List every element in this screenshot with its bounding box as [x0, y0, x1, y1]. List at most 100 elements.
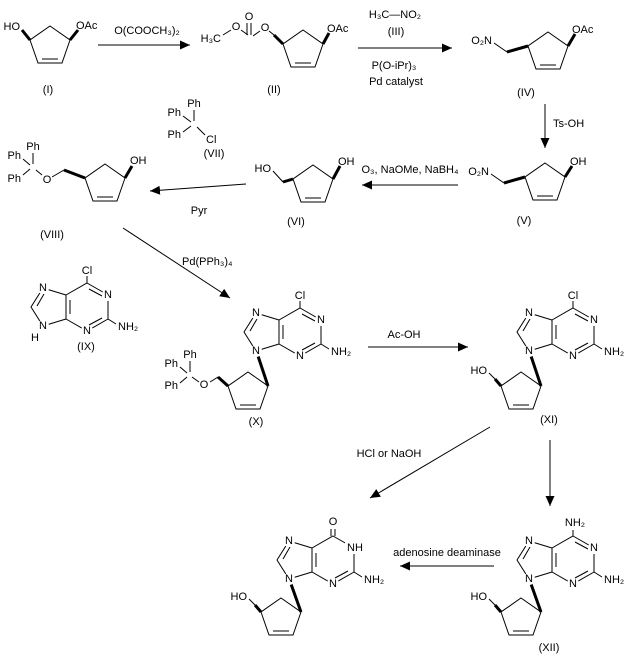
label-mask	[37, 282, 49, 294]
wedge-bond	[493, 604, 503, 613]
purine-five-ring	[243, 312, 280, 352]
wedge-bond	[256, 355, 270, 387]
arrow-ozonolysis: O₃, NaOMe, NaBH₄	[362, 164, 460, 190]
arrow-step1: O(COOCH₃)₂	[98, 25, 190, 50]
bond	[488, 372, 496, 380]
arrow-enzyme: adenosine deaminase	[393, 547, 501, 571]
cyclopentene-ring	[260, 597, 302, 636]
atom-label-o: O	[329, 516, 338, 528]
bond	[493, 42, 508, 53]
atom-label-h: H	[31, 332, 39, 344]
double-bond	[282, 546, 291, 560]
reagent-pd-catalyst-label: Pd catalyst	[369, 76, 423, 88]
bond	[222, 29, 232, 36]
atom-label-nh2: NH₂	[331, 346, 351, 358]
atom-label-ph: Ph	[183, 349, 196, 361]
atom-label-ph: Ph	[165, 380, 178, 392]
bond	[593, 343, 603, 350]
wedge-bond	[216, 375, 230, 388]
bond	[593, 571, 603, 578]
purine-five-ring	[516, 540, 553, 580]
cyclopentene-ring	[29, 25, 71, 64]
compound-VI: HO OH (VI)	[255, 156, 355, 228]
reagent-pd-pph3-label: Pd(PPh₃)₄	[182, 256, 233, 268]
bond	[191, 376, 200, 383]
arrow-line	[149, 183, 247, 195]
reagent-step1-label: O(COOCH₃)₂	[114, 25, 180, 37]
label-mask	[523, 345, 535, 357]
bond	[51, 169, 65, 178]
bond	[196, 126, 206, 136]
label-mask	[567, 350, 579, 362]
atom-label-n: N	[252, 307, 260, 319]
wedge-bond	[289, 583, 303, 613]
compound-VI-label: (VI)	[287, 216, 305, 228]
atom-label-n: N	[525, 307, 533, 319]
atom-label-cl: Cl	[295, 290, 305, 302]
reagent-acoh-label: Ac-OH	[388, 329, 421, 341]
atom-label-ho: HO	[471, 591, 488, 603]
atom-label-ph: Ph	[165, 358, 178, 370]
compound-IV-label: (IV)	[517, 87, 535, 99]
atom-label-ho: HO	[471, 365, 488, 377]
atom-label-cl: Cl	[568, 290, 578, 302]
compound-I-label: (I)	[43, 84, 53, 96]
bond	[353, 571, 363, 578]
compound-IV: O₂N OAc (IV)	[471, 24, 594, 99]
purine-six-ring	[551, 307, 595, 357]
atom-label-nh2: NH₂	[604, 574, 624, 586]
atom-label-n: N	[590, 542, 598, 554]
compound-I: HO OAc (I)	[4, 20, 98, 96]
atom-label-oac: OAc	[327, 23, 349, 35]
double-bond	[36, 293, 45, 307]
bond	[320, 343, 330, 350]
bond	[268, 30, 275, 36]
wedge-bond	[566, 33, 577, 47]
double-bond	[522, 318, 531, 332]
reagent-enzyme-label: adenosine deaminase	[393, 547, 501, 559]
atom-label-nh2: NH₂	[565, 517, 585, 529]
reagent-ozonolysis-label: O₃, NaOMe, NaBH₄	[362, 164, 460, 176]
wedge-bond	[321, 32, 331, 45]
atom-label-n: N	[285, 573, 293, 585]
double-bond	[301, 342, 316, 351]
atom-label-o: O	[245, 11, 254, 23]
compound-VIII: Ph Ph Ph O OH (VIII)	[8, 141, 147, 241]
cyclopentene-ring	[500, 371, 542, 410]
purine-six-ring	[278, 307, 322, 357]
atom-label-nh: NH	[347, 542, 363, 554]
wedge-bond	[506, 44, 529, 54]
label-mask	[283, 535, 295, 547]
arrow-tsoh: Ts-OH	[540, 104, 584, 148]
atom-label-n: N	[39, 282, 47, 294]
bond	[209, 376, 219, 383]
bond	[252, 30, 261, 37]
double-bond	[88, 317, 103, 326]
atom-label-n: N	[525, 535, 533, 547]
reagent-hcl-naoh-label: HCl or NaOH	[357, 448, 422, 460]
atom-label-n: N	[569, 578, 577, 590]
atom-label-ph: Ph	[168, 129, 181, 141]
label-mask	[81, 325, 93, 337]
arrow-pyr: Pyr	[149, 183, 247, 217]
cyclopentene-ring	[84, 163, 126, 202]
atom-label-o2n: O₂N	[471, 35, 492, 47]
atom-label-n: N	[296, 350, 304, 362]
cyclopentene-ring	[282, 29, 324, 68]
atom-label-n: N	[285, 535, 293, 547]
purine-five-ring	[276, 540, 313, 580]
purine-five-ring	[30, 287, 67, 327]
reagent-tsoh-label: Ts-OH	[553, 118, 584, 130]
bond	[248, 598, 256, 606]
label-mask	[250, 307, 262, 319]
label-mask	[294, 350, 306, 362]
label-mask	[523, 307, 535, 319]
reagent-phosphite-label: P(O-iPr)₃	[372, 60, 417, 72]
atom-label-o2n: O₂N	[468, 166, 489, 178]
cyclopentene-ring	[500, 597, 542, 636]
label-mask	[327, 578, 339, 590]
atom-label-n: N	[252, 345, 260, 357]
compound-X: Cl N N N N NH₂ Ph Ph Ph O (X)	[165, 290, 352, 428]
arrow-line	[122, 227, 231, 299]
atom-label-oac: OAc	[76, 20, 98, 32]
